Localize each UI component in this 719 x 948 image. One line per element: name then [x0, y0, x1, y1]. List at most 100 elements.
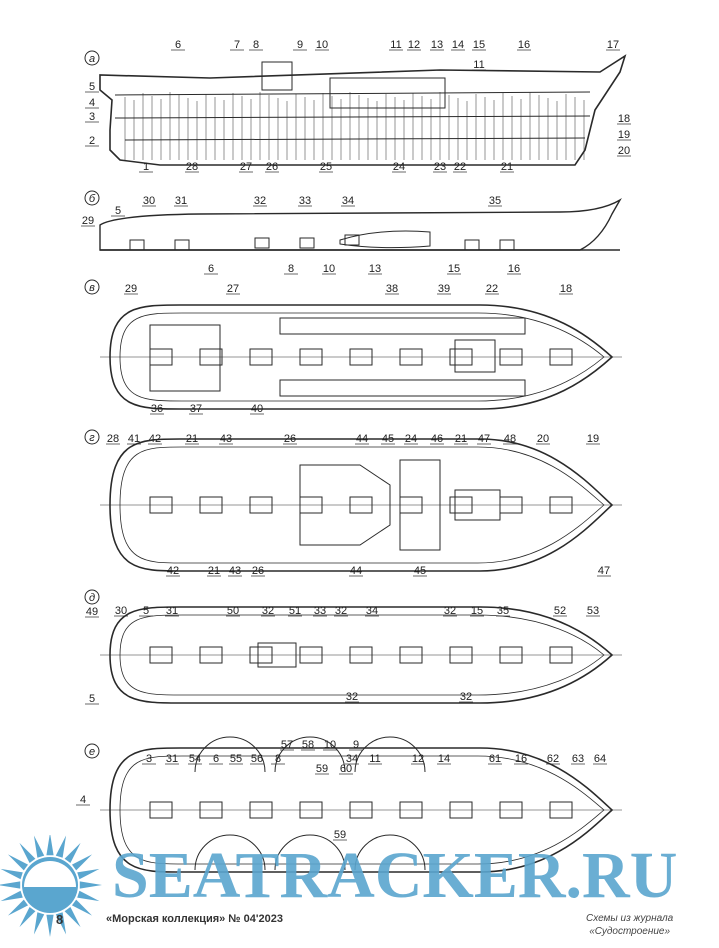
callout-label: 14 — [452, 39, 464, 51]
callout-label: 42 — [149, 433, 161, 445]
callout-label: 23 — [434, 161, 446, 173]
callout-label: 45 — [414, 565, 426, 577]
callout-label: 29 — [82, 215, 94, 227]
callout-label: 33 — [314, 605, 326, 617]
sun-ray — [71, 854, 93, 871]
callout-label: 15 — [448, 263, 460, 275]
callout-label: 47 — [478, 433, 490, 445]
callout-label: 41 — [128, 433, 140, 445]
callout-label: 10 — [316, 39, 328, 51]
deck-fitting — [449, 646, 473, 664]
deck-fitting — [349, 801, 373, 819]
deck-fitting — [199, 801, 223, 819]
callout-label: 19 — [618, 129, 630, 141]
boat-arc — [354, 834, 426, 871]
deck-fitting — [464, 239, 480, 251]
callout-label: 24 — [393, 161, 405, 173]
deck-fitting — [254, 237, 270, 249]
hatch-cover — [339, 230, 431, 249]
callout-label: 58 — [302, 739, 314, 751]
callout-label: 5 — [143, 605, 149, 617]
callout-label: 35 — [489, 195, 501, 207]
deck-fitting — [249, 496, 273, 514]
page-number: 8 — [56, 912, 64, 927]
sun-ray — [7, 899, 29, 916]
callout-label: 11 — [369, 753, 380, 765]
callout-label: 56 — [251, 753, 263, 765]
callout-label: 48 — [504, 433, 516, 445]
deck-fitting — [399, 646, 423, 664]
deck-fitting — [129, 239, 145, 251]
sun-ray — [55, 835, 67, 858]
callout-label: 14 — [438, 753, 450, 765]
callout-label: 6 — [213, 753, 219, 765]
callout-label: 21 — [208, 565, 220, 577]
deck-strip — [279, 317, 526, 335]
callout-label: 64 — [594, 753, 606, 765]
callout-label: 59 — [334, 829, 346, 841]
deck-fitting — [549, 646, 573, 664]
credit-line-2: «Судостроение» — [589, 926, 671, 937]
callout-label: 45 — [382, 433, 394, 445]
deck-fitting — [349, 646, 373, 664]
view-letter: б — [89, 193, 96, 205]
sun-ray — [46, 835, 54, 856]
callout-label: 20 — [537, 433, 549, 445]
callout-label: 32 — [460, 691, 472, 703]
sun-ray — [55, 912, 67, 935]
callout-label: 33 — [299, 195, 311, 207]
view-letter: е — [89, 746, 95, 758]
callout-label: 2 — [89, 135, 95, 147]
callout-label: 30 — [143, 195, 155, 207]
callout-label: 43 — [220, 433, 232, 445]
boat-arc — [274, 834, 346, 871]
callout-label: 12 — [408, 39, 420, 51]
sun-ray — [0, 881, 21, 889]
deck-fitting — [449, 348, 473, 366]
hull-profile — [99, 198, 622, 251]
deck-fitting — [199, 348, 223, 366]
callout-label: 3 — [146, 753, 152, 765]
callout-label: 13 — [369, 263, 381, 275]
sun-ray — [77, 890, 100, 902]
sun-ray — [7, 854, 29, 871]
funnel — [261, 61, 293, 91]
callout-label: 25 — [320, 161, 332, 173]
deck-fitting — [399, 348, 423, 366]
callout-label: 50 — [227, 605, 239, 617]
callout-label: 51 — [289, 605, 301, 617]
sun-ray — [19, 906, 36, 928]
callout-label: 42 — [167, 565, 179, 577]
deck-fitting — [549, 348, 573, 366]
deck-fitting — [349, 348, 373, 366]
machinery — [454, 489, 501, 521]
callout-label: 36 — [151, 403, 163, 415]
callout-label: 18 — [618, 113, 630, 125]
callout-label: 62 — [547, 753, 559, 765]
boat-arc — [194, 736, 266, 773]
callout-label: 22 — [486, 283, 498, 295]
sun-ray — [33, 912, 45, 935]
callout-label: 44 — [350, 565, 362, 577]
deck-fitting — [299, 237, 315, 249]
callout-label: 26 — [252, 565, 264, 577]
callout-label: 15 — [471, 605, 483, 617]
callout-label: 4 — [80, 794, 86, 806]
deck-fitting — [299, 801, 323, 819]
callout-label: 26 — [284, 433, 296, 445]
callout-label: 31 — [166, 605, 178, 617]
deck-line — [124, 137, 586, 141]
hull-profile — [99, 54, 627, 166]
callout-label: 21 — [455, 433, 467, 445]
sun-ray — [71, 899, 93, 916]
sun-ray — [19, 842, 36, 864]
tank-grid — [399, 459, 441, 551]
callout-label: 29 — [125, 283, 137, 295]
callout-label: 31 — [175, 195, 187, 207]
callout-label: 49 — [86, 606, 98, 618]
callout-label: 18 — [560, 283, 572, 295]
magazine-issue: «Морская коллекция» № 04'2023 — [106, 913, 283, 925]
callout-label: 5 — [89, 693, 95, 705]
callout-label: 16 — [508, 263, 520, 275]
callout-label: 13 — [431, 39, 443, 51]
